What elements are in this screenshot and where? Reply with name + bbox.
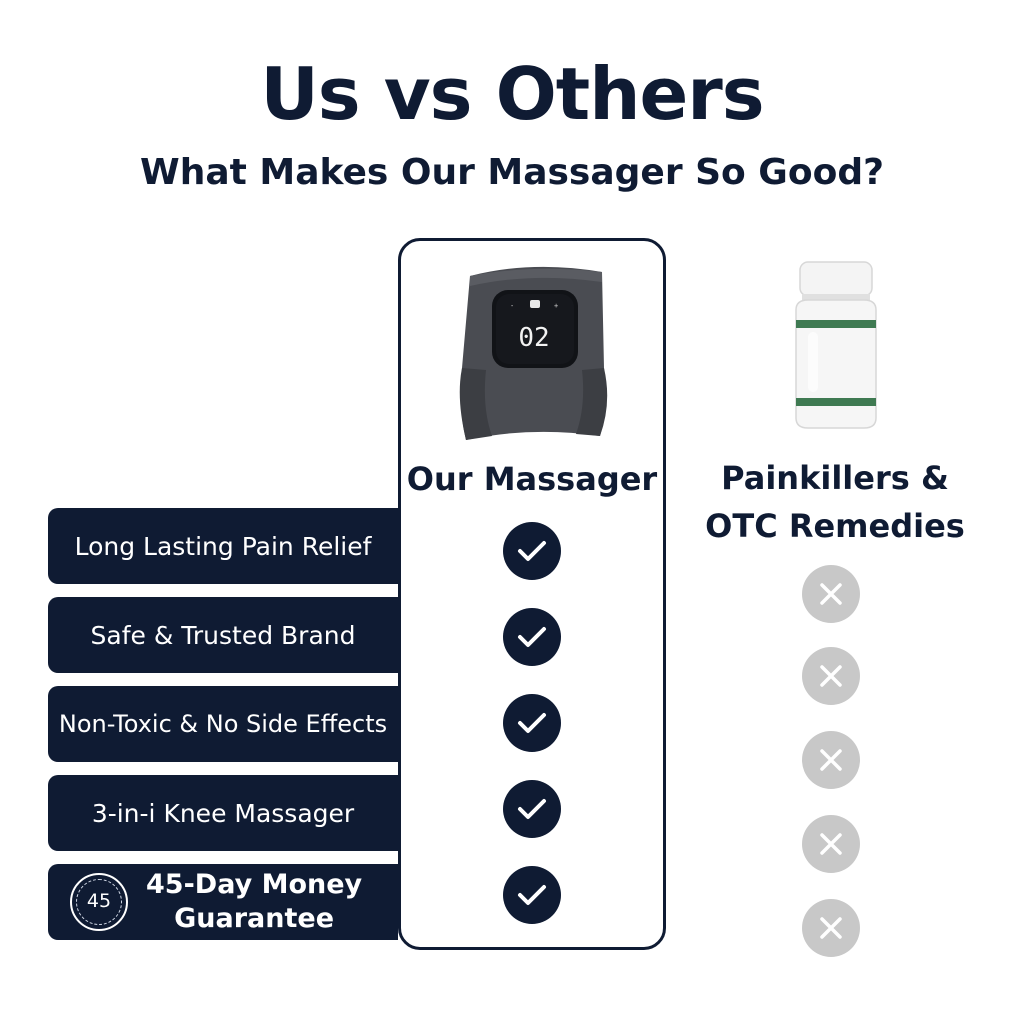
feature-label: Safe & Trusted Brand: [90, 620, 356, 650]
svg-text:+: +: [554, 302, 558, 310]
guarantee-label: 45-Day Money Guarantee: [146, 868, 362, 936]
cross-icon: [802, 899, 860, 957]
cross-icon: [802, 565, 860, 623]
guarantee-seal-number: 45: [86, 890, 112, 912]
column-header-others-line2: OTC Remedies: [705, 507, 965, 545]
feature-row-3-in-1: 3-in-i Knee Massager: [48, 775, 398, 851]
check-icon: [503, 694, 561, 752]
page-title: Us vs Others: [260, 52, 764, 136]
column-header-ours: Our Massager: [406, 460, 658, 498]
column-header-others-line1: Painkillers &: [721, 459, 949, 497]
svg-text:-: -: [510, 302, 514, 310]
check-icon: [503, 522, 561, 580]
feature-label: Long Lasting Pain Relief: [74, 531, 372, 561]
guarantee-label-line2: Guarantee: [174, 903, 335, 934]
knee-massager-image: - + 02: [459, 266, 608, 440]
check-icon: [503, 780, 561, 838]
feature-label: Non-Toxic & No Side Effects: [58, 710, 388, 738]
feature-row-guarantee: 45 45-Day Money Guarantee: [48, 864, 398, 940]
check-icon: [503, 866, 561, 924]
check-icon: [503, 608, 561, 666]
cross-icon: [802, 731, 860, 789]
feature-row-non-toxic: Non-Toxic & No Side Effects: [48, 686, 398, 762]
feature-row-safe-brand: Safe & Trusted Brand: [48, 597, 398, 673]
cross-icon: [802, 647, 860, 705]
cross-icon: [802, 815, 860, 873]
feature-label: 3-in-i Knee Massager: [91, 798, 355, 828]
massager-display-readout: 02: [518, 323, 549, 353]
pill-bottle-image: [795, 261, 877, 429]
page-subtitle: What Makes Our Massager So Good?: [140, 152, 884, 193]
feature-row-pain-relief: Long Lasting Pain Relief: [48, 508, 398, 584]
guarantee-label-line1: 45-Day Money: [146, 869, 363, 900]
column-header-others: Painkillers & OTC Remedies: [690, 454, 980, 550]
guarantee-seal-icon: 45: [70, 873, 128, 931]
